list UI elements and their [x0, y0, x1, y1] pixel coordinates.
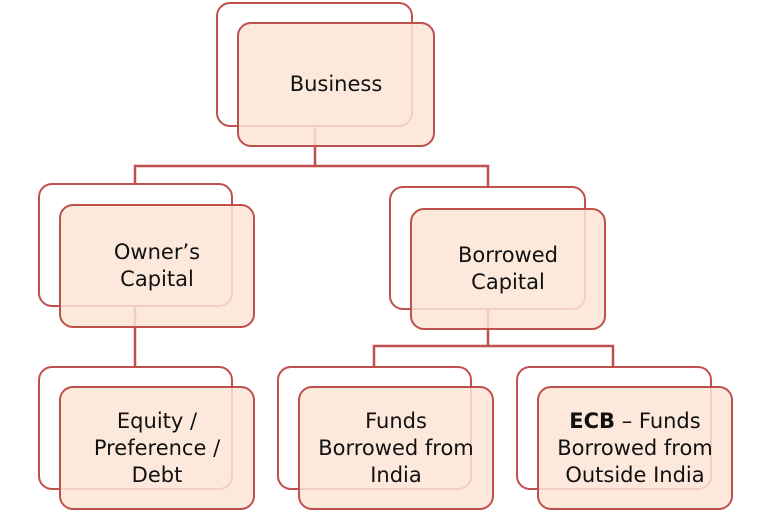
equity-node: Equity /Preference /Debt — [59, 386, 255, 510]
owners-capital-line2: Capital — [120, 267, 194, 291]
edge-business-borrowed — [315, 164, 490, 188]
equity-line1: Equity / — [116, 408, 198, 433]
ecb-bold-label: ECB — [569, 408, 616, 433]
ecb-line3: Outside India — [565, 462, 705, 487]
business-label: Business — [289, 72, 383, 96]
funds-india-line3: India — [370, 462, 422, 487]
borrowed-capital-line2: Capital — [471, 270, 545, 294]
ecb-line2: Borrowed from — [557, 435, 713, 460]
funds-india-line1: Funds — [365, 408, 427, 433]
owners-capital-line1: Owner’s — [113, 240, 201, 264]
equity-line2: Preference / — [93, 435, 221, 460]
borrowed-capital-line1: Borrowed — [458, 243, 558, 267]
edge-borrowed-ecb — [488, 344, 615, 368]
ecb-line1-rest: – Funds — [615, 408, 701, 433]
equity-line3: Debt — [131, 462, 183, 487]
business-node: Business — [237, 22, 435, 147]
funds-india-line2: Borrowed from — [318, 435, 474, 460]
